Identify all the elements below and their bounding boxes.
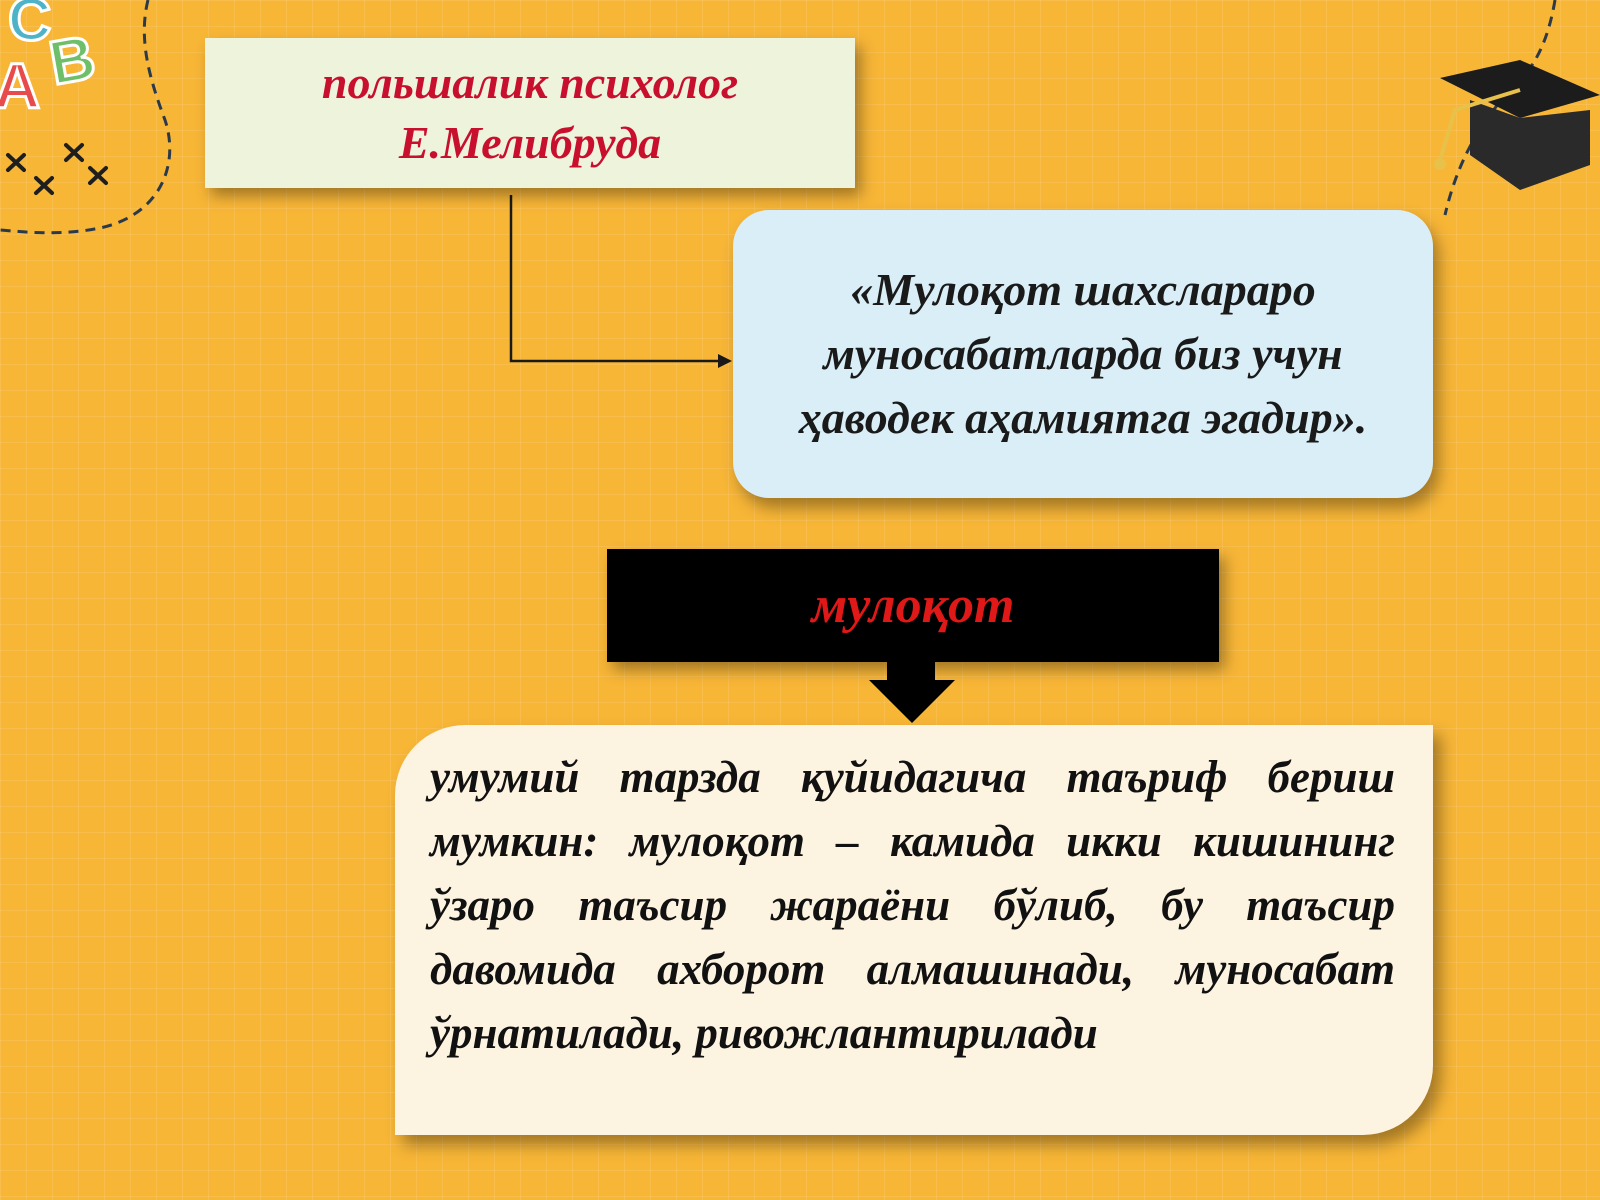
alphabet-blocks-icon: C A B [0,0,172,235]
letter-c: C [8,0,51,53]
connector-source-to-quote [509,195,732,368]
quote-text: «Мулоқот шахслараро муносабатларда биз у… [798,264,1368,443]
arrow-term-to-definition [869,662,955,723]
definition-box: умумий тарзда қуйидагича таъриф бериш му… [395,725,1433,1135]
term-box: мулоқот [607,549,1219,662]
cross-marks-icon [6,143,108,195]
letter-b: B [44,23,100,99]
term-text: мулоқот [811,577,1015,634]
definition-text: умумий тарзда қуйидагича таъриф бериш му… [430,752,1395,1058]
letter-a: A [0,50,40,122]
source-line-1: польшалик психолог [321,57,739,108]
quote-box: «Мулоқот шахслараро муносабатларда биз у… [733,210,1433,498]
graduation-cap-icon [1434,0,1600,216]
source-line-2: Е.Мелибруда [398,117,662,168]
source-box: польшалик психолог Е.Мелибруда [205,38,855,188]
